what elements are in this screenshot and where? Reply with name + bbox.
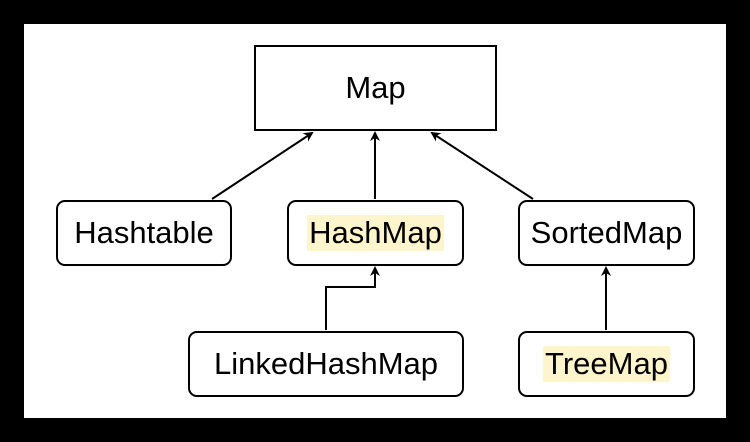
node-sortedmap-label: SortedMap bbox=[530, 215, 683, 250]
node-hashtable: Hashtable bbox=[56, 200, 232, 266]
node-treemap-label: TreeMap bbox=[543, 346, 670, 382]
node-sortedmap: SortedMap bbox=[518, 200, 695, 266]
node-map: Map bbox=[254, 45, 497, 131]
node-hashmap-label: HashMap bbox=[307, 215, 444, 251]
node-treemap: TreeMap bbox=[518, 331, 695, 397]
node-linkedhashmap-label: LinkedHashMap bbox=[213, 346, 439, 381]
node-linkedhashmap: LinkedHashMap bbox=[188, 331, 464, 397]
node-map-label: Map bbox=[345, 70, 406, 105]
node-hashtable-label: Hashtable bbox=[74, 215, 214, 250]
node-hashmap: HashMap bbox=[287, 200, 464, 266]
